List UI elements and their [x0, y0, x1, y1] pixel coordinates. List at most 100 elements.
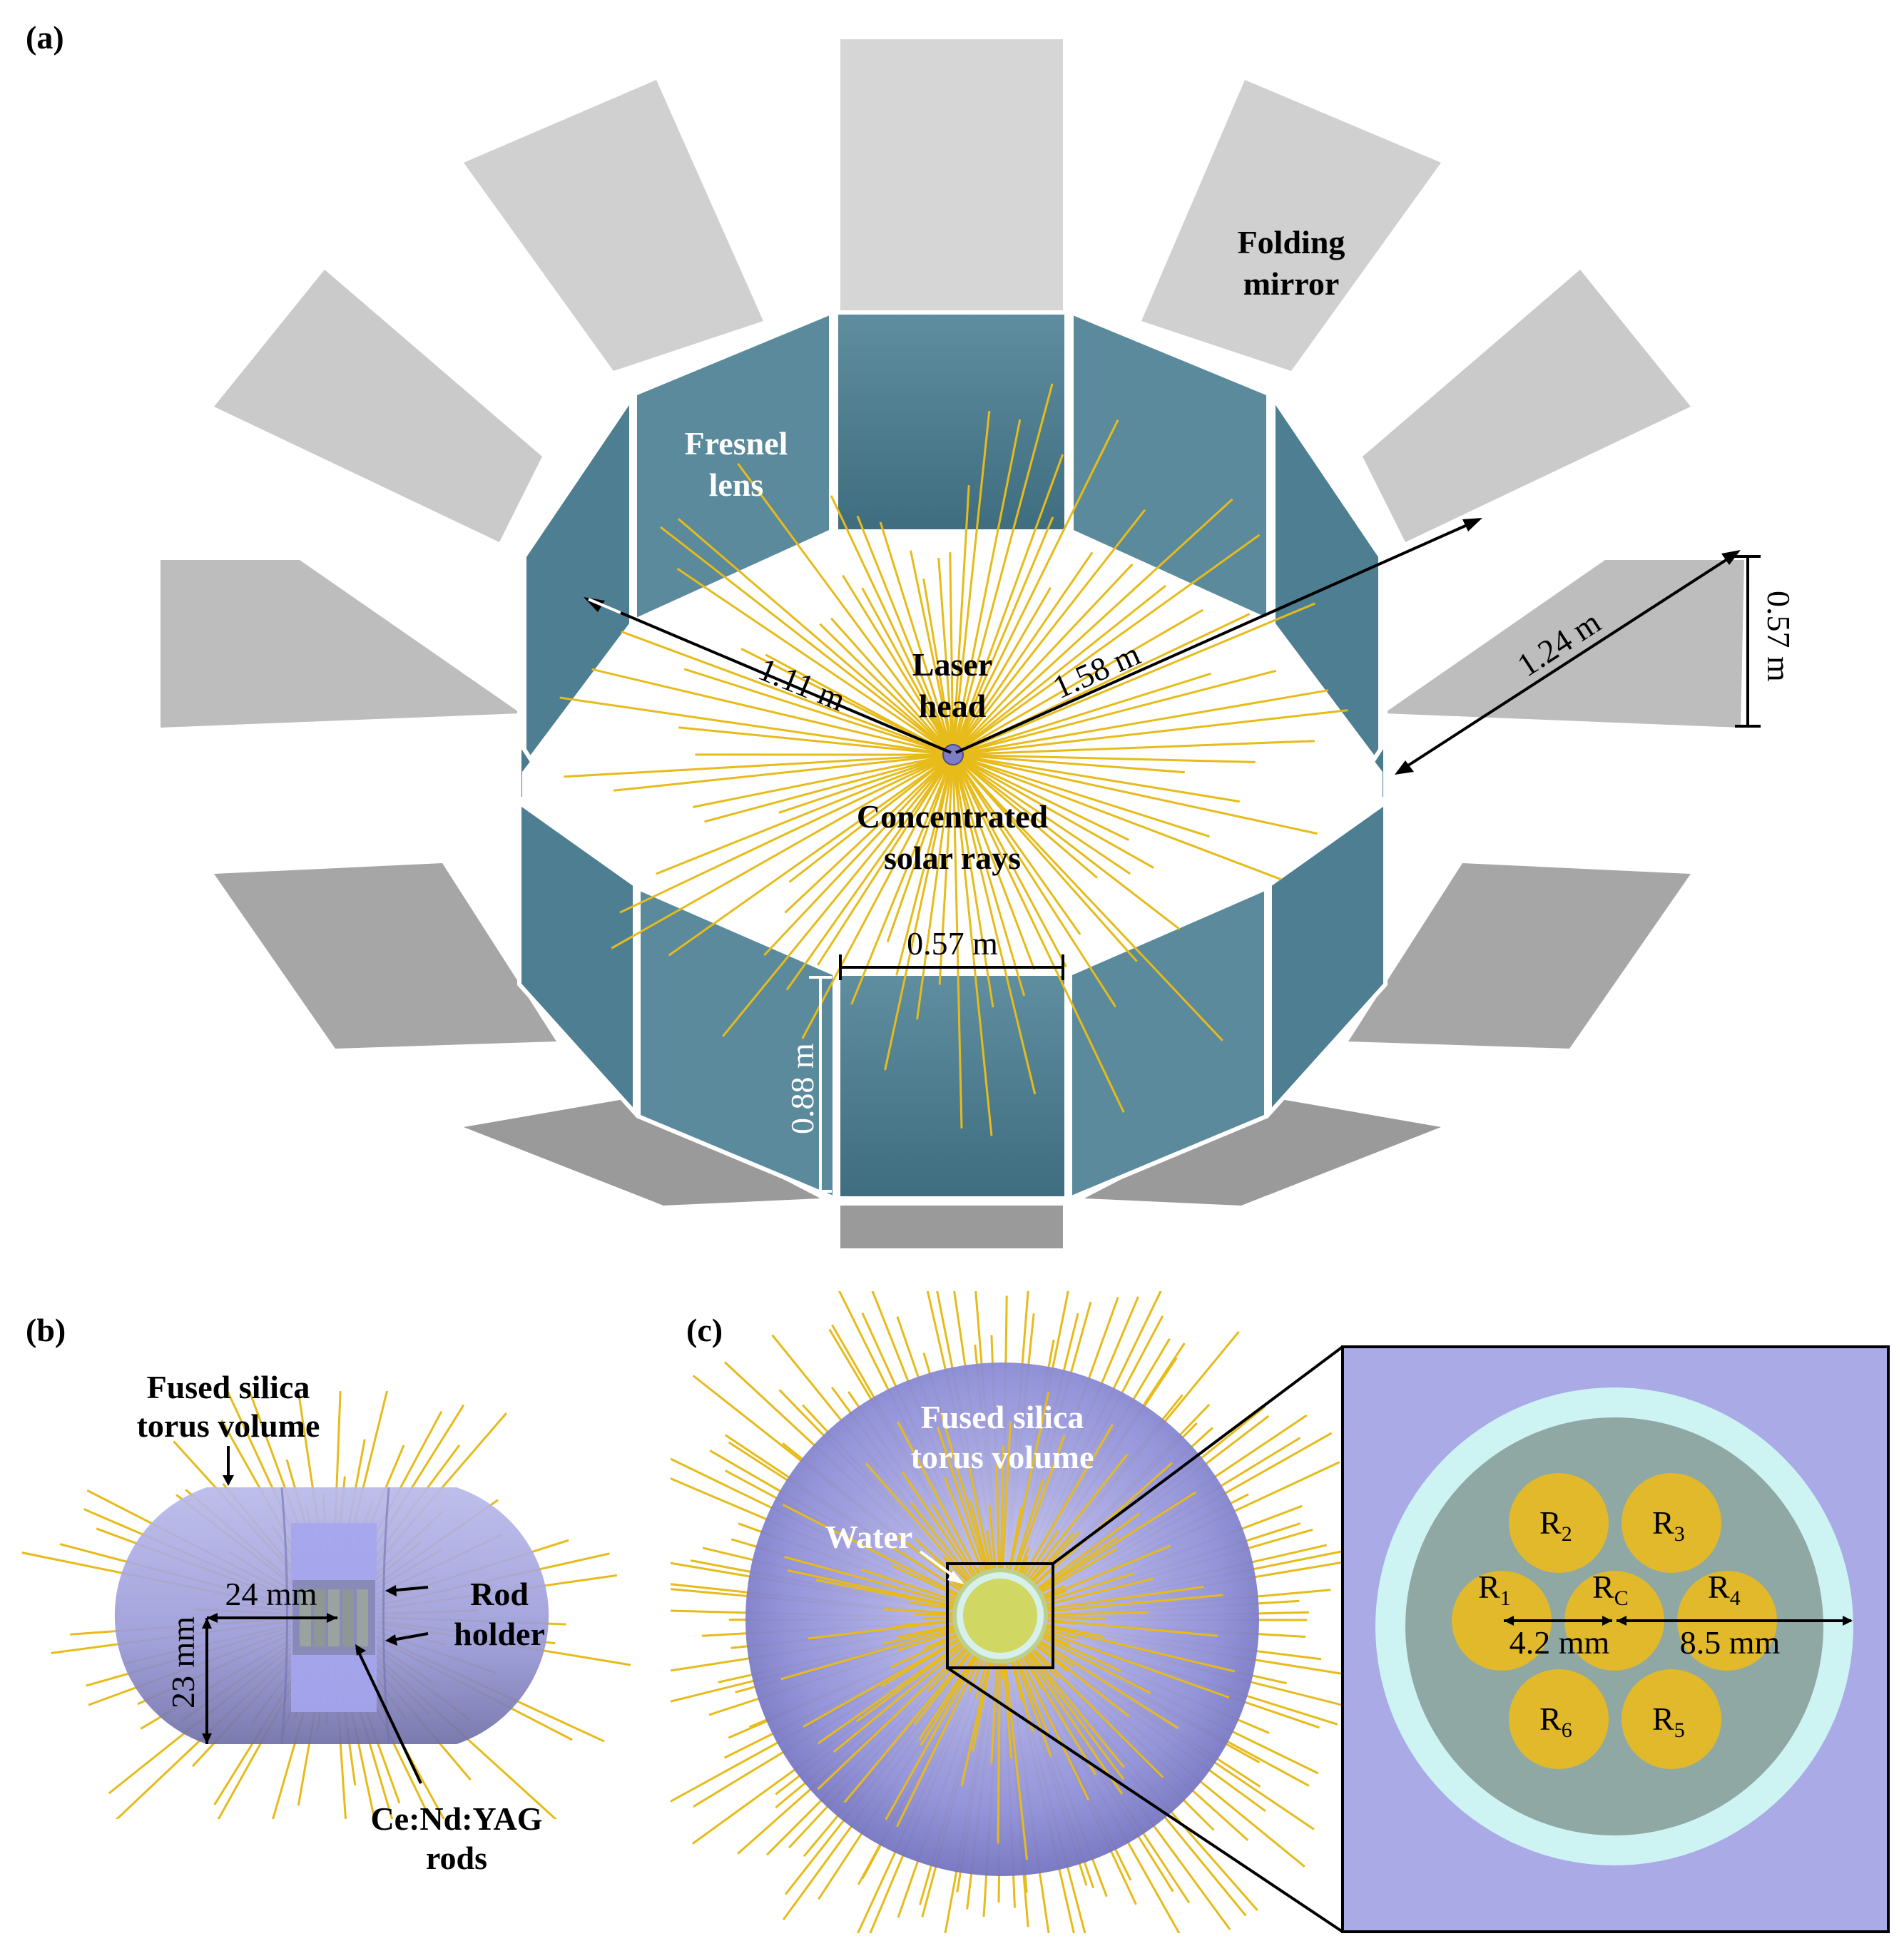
ray-line: [952, 454, 1064, 755]
rod-label-r1: R1: [1478, 1569, 1511, 1610]
ray-line: [678, 726, 954, 756]
ray-line: [952, 753, 1282, 881]
mirror-lower-left: [214, 863, 556, 1049]
ray-line: [952, 753, 1098, 879]
ray-line: [952, 754, 1036, 970]
ray-line: [564, 753, 954, 778]
ray-line: [952, 753, 1240, 803]
rod-label-r2: R2: [1539, 1504, 1572, 1546]
ray-line: [895, 754, 954, 976]
ray-line: [619, 753, 954, 914]
rod-label-r4: R4: [1708, 1569, 1741, 1610]
ray-line: [952, 753, 1129, 841]
rod-r2: [1509, 1473, 1609, 1573]
ray-line: [856, 515, 954, 755]
ray-line: [830, 617, 954, 755]
panel-b: (b): [21, 1312, 631, 1876]
ray-line: [559, 696, 954, 756]
rod-label-rc: RC: [1592, 1569, 1629, 1610]
ray-line: [801, 754, 954, 1039]
mirror-far-left: [161, 560, 521, 728]
panel-c-tag: (c): [686, 1312, 723, 1348]
dim-radius-c: 8.5 mm: [1680, 1624, 1781, 1661]
dimensions-b: [202, 1446, 429, 1784]
ray-line: [737, 462, 954, 755]
laser-head-label-1: Laser: [912, 646, 992, 683]
rod-r5: [1622, 1669, 1721, 1769]
ray-line: [656, 753, 954, 875]
ray-line: [763, 753, 954, 957]
ray-line: [861, 587, 954, 755]
ray-line: [952, 689, 1329, 756]
ray-line: [784, 753, 954, 914]
mirror-top: [840, 39, 1063, 314]
mirror-bottom-right: [1084, 1099, 1441, 1206]
ray-line: [621, 631, 954, 756]
ray-line: [952, 498, 1233, 756]
ray-line: [611, 753, 954, 949]
ray-line: [952, 551, 1094, 755]
ray-line: [952, 485, 970, 755]
ray-line: [693, 753, 954, 808]
lens-upper-left: [522, 391, 633, 773]
torus-label-c-2: torus volume: [911, 1439, 1094, 1475]
ray-line: [938, 754, 954, 985]
ray-line: [952, 753, 1318, 835]
ray-line: [952, 516, 1054, 755]
ray-line: [952, 753, 1181, 930]
ray-line: [952, 754, 1117, 1008]
ray-line: [952, 754, 1125, 1114]
ray-line: [952, 563, 1134, 756]
torus-label-b-2: torus volume: [137, 1407, 320, 1444]
mirror-left: [214, 270, 542, 542]
ray-line: [952, 753, 1185, 774]
ray-line: [952, 411, 991, 755]
ray-line: [879, 521, 954, 755]
ray-line: [785, 754, 954, 991]
ray-line: [884, 754, 954, 1071]
panel-a: (a): [26, 19, 1797, 1248]
rod-label-r3: R3: [1652, 1504, 1685, 1546]
rod-label-r6: R6: [1539, 1701, 1572, 1742]
dim-mirror-width: 0.57 m: [1761, 591, 1797, 682]
ray-line: [952, 383, 1054, 755]
rod-bundle-small: [963, 1579, 1037, 1653]
ray-line: [591, 668, 954, 756]
mirror-bottom: [840, 1206, 1063, 1248]
ray-line: [676, 567, 954, 756]
panel-c: (c) Fused silica torus volume Water: [671, 1291, 1890, 1933]
lens-bottom: [836, 972, 1069, 1201]
water-pointer-head: [947, 1571, 964, 1584]
rod-r3: [1622, 1473, 1721, 1573]
ray-line: [952, 753, 1256, 763]
torus-label-c-1: Fused silica: [921, 1399, 1084, 1435]
ray-line: [722, 754, 954, 1037]
ray-line: [817, 754, 954, 966]
ray-line: [952, 754, 994, 1008]
ray-line: [952, 754, 1081, 935]
lens-bottom-right: [1068, 885, 1268, 1202]
mirror-upper-left: [464, 80, 763, 371]
ray-line: [952, 419, 1119, 755]
zoom-line-bottom: [946, 1666, 1344, 1933]
rod-r6: [1509, 1669, 1609, 1769]
folding-mirror-label-1: Folding: [1238, 224, 1345, 260]
fresnel-lens-label-2: lens: [709, 467, 764, 503]
rods-top-view: [1452, 1473, 1777, 1769]
rods-label-b-2: rods: [426, 1840, 487, 1876]
laser-head-marker: [942, 744, 964, 765]
mirror-upper-right: [1141, 80, 1441, 371]
ray-line: [952, 584, 1166, 756]
ray-line: [937, 557, 954, 755]
water-label: Water: [825, 1519, 913, 1555]
ray-line: [952, 419, 1022, 755]
rods-label-b-1: Ce:Nd:YAG: [370, 1800, 542, 1837]
ray-line: [660, 526, 954, 756]
ray-line: [778, 753, 954, 814]
folding-mirrors: [161, 39, 1744, 1248]
dimensions-c: [1504, 1616, 1853, 1626]
ray-line: [668, 753, 954, 957]
dim-lens-height: 0.88 m: [784, 1043, 820, 1134]
dim-lens-width: 0.57 m: [907, 925, 998, 962]
